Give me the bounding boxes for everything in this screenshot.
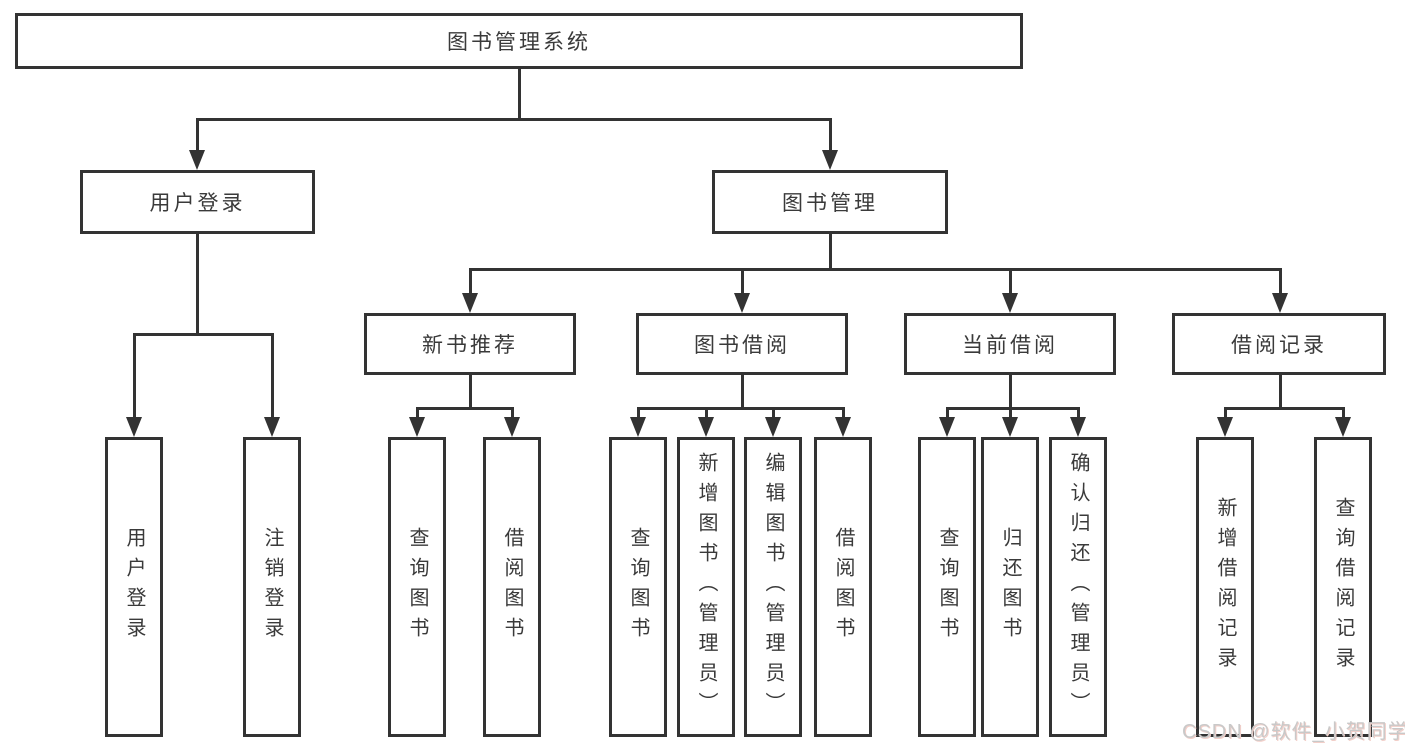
connector-line bbox=[416, 407, 513, 410]
leaf-borrow-books-1: 借阅图书 bbox=[483, 437, 541, 737]
connector-line bbox=[829, 118, 832, 154]
leaf-user-login-label: 用户登录 bbox=[123, 527, 145, 647]
leaf-query-borrow-record-label: 查询借阅记录 bbox=[1332, 497, 1354, 677]
connector-line bbox=[946, 407, 949, 421]
leaf-query-books-3-label: 查询图书 bbox=[936, 527, 958, 647]
connector-line bbox=[741, 268, 744, 296]
arrow-down-icon bbox=[1070, 417, 1086, 437]
connector-line bbox=[741, 375, 744, 410]
connector-line bbox=[705, 407, 708, 421]
connector-line bbox=[1009, 407, 1012, 421]
leaf-edit-books-admin-label: 编辑图书（管理员） bbox=[762, 452, 784, 722]
connector-line bbox=[196, 234, 199, 336]
arrow-down-icon bbox=[1272, 293, 1288, 313]
arrow-down-icon bbox=[939, 417, 955, 437]
arrow-down-icon bbox=[1002, 293, 1018, 313]
connector-line bbox=[1077, 407, 1080, 421]
leaf-return-books: 归还图书 bbox=[981, 437, 1039, 737]
connector-line bbox=[469, 268, 472, 296]
node-root: 图书管理系统 bbox=[15, 13, 1023, 69]
node-current-borrowing: 当前借阅 bbox=[904, 313, 1116, 375]
leaf-edit-books-admin: 编辑图书（管理员） bbox=[744, 437, 802, 737]
node-book-management-label: 图书管理 bbox=[782, 192, 878, 215]
arrow-down-icon bbox=[409, 417, 425, 437]
connector-line bbox=[196, 118, 199, 154]
connector-line bbox=[469, 375, 472, 410]
connector-line bbox=[133, 333, 136, 419]
leaf-add-books-admin: 新增图书（管理员） bbox=[677, 437, 735, 737]
leaf-add-books-admin-label: 新增图书（管理员） bbox=[695, 452, 717, 722]
arrow-down-icon bbox=[1335, 417, 1351, 437]
arrow-down-icon bbox=[835, 417, 851, 437]
leaf-user-login: 用户登录 bbox=[105, 437, 163, 737]
leaf-query-books-3: 查询图书 bbox=[918, 437, 976, 737]
leaf-borrow-books-2-label: 借阅图书 bbox=[832, 527, 854, 647]
arrow-down-icon bbox=[189, 150, 205, 170]
connector-line bbox=[1342, 407, 1345, 421]
connector-line bbox=[946, 407, 1079, 410]
leaf-logout: 注销登录 bbox=[243, 437, 301, 737]
node-current-borrowing-label: 当前借阅 bbox=[962, 334, 1058, 357]
connector-line bbox=[416, 407, 419, 421]
node-user-login: 用户登录 bbox=[80, 170, 315, 234]
leaf-add-borrow-record: 新增借阅记录 bbox=[1196, 437, 1254, 737]
node-book-borrowing-label: 图书借阅 bbox=[694, 334, 790, 357]
connector-line bbox=[1279, 375, 1282, 410]
leaf-query-borrow-record: 查询借阅记录 bbox=[1314, 437, 1372, 737]
arrow-down-icon bbox=[765, 417, 781, 437]
leaf-borrow-books-1-label: 借阅图书 bbox=[501, 527, 523, 647]
leaf-query-books-1: 查询图书 bbox=[388, 437, 446, 737]
leaf-return-books-label: 归还图书 bbox=[999, 527, 1021, 647]
connector-line bbox=[271, 333, 274, 419]
arrow-down-icon bbox=[126, 417, 142, 437]
connector-line bbox=[1224, 407, 1227, 421]
connector-line bbox=[842, 407, 845, 421]
connector-line bbox=[469, 268, 1282, 271]
leaf-borrow-books-2: 借阅图书 bbox=[814, 437, 872, 737]
node-user-login-label: 用户登录 bbox=[149, 192, 246, 215]
node-book-borrowing: 图书借阅 bbox=[636, 313, 848, 375]
connector-line bbox=[511, 407, 514, 421]
node-borrowing-records: 借阅记录 bbox=[1172, 313, 1386, 375]
leaf-query-books-1-label: 查询图书 bbox=[406, 527, 428, 647]
arrow-down-icon bbox=[264, 417, 280, 437]
connector-line bbox=[637, 407, 640, 421]
node-new-book-recommend-label: 新书推荐 bbox=[422, 334, 518, 357]
csdn-watermark: CSDN @软件_小贺同学 bbox=[1182, 721, 1405, 743]
arrow-down-icon bbox=[1217, 417, 1233, 437]
connector-line bbox=[829, 234, 832, 271]
arrow-down-icon bbox=[462, 293, 478, 313]
connector-line bbox=[133, 333, 274, 336]
connector-line bbox=[1224, 407, 1344, 410]
connector-line bbox=[637, 407, 844, 410]
arrow-down-icon bbox=[1002, 417, 1018, 437]
node-borrowing-records-label: 借阅记录 bbox=[1231, 334, 1327, 357]
arrow-down-icon bbox=[822, 150, 838, 170]
arrow-down-icon bbox=[504, 417, 520, 437]
leaf-confirm-return-admin: 确认归还（管理员） bbox=[1049, 437, 1107, 737]
node-book-management: 图书管理 bbox=[712, 170, 948, 234]
leaf-confirm-return-admin-label: 确认归还（管理员） bbox=[1067, 452, 1089, 722]
connector-line bbox=[196, 118, 832, 121]
connector-line bbox=[1009, 375, 1012, 410]
leaf-logout-label: 注销登录 bbox=[261, 527, 283, 647]
arrow-down-icon bbox=[698, 417, 714, 437]
leaf-query-books-2: 查询图书 bbox=[609, 437, 667, 737]
node-root-label: 图书管理系统 bbox=[447, 31, 591, 54]
connector-line bbox=[772, 407, 775, 421]
arrow-down-icon bbox=[630, 417, 646, 437]
connector-line bbox=[518, 68, 521, 120]
leaf-query-books-2-label: 查询图书 bbox=[627, 527, 649, 647]
arrow-down-icon bbox=[734, 293, 750, 313]
connector-line bbox=[1279, 268, 1282, 296]
node-new-book-recommend: 新书推荐 bbox=[364, 313, 576, 375]
connector-line bbox=[1009, 268, 1012, 296]
leaf-add-borrow-record-label: 新增借阅记录 bbox=[1214, 497, 1236, 677]
